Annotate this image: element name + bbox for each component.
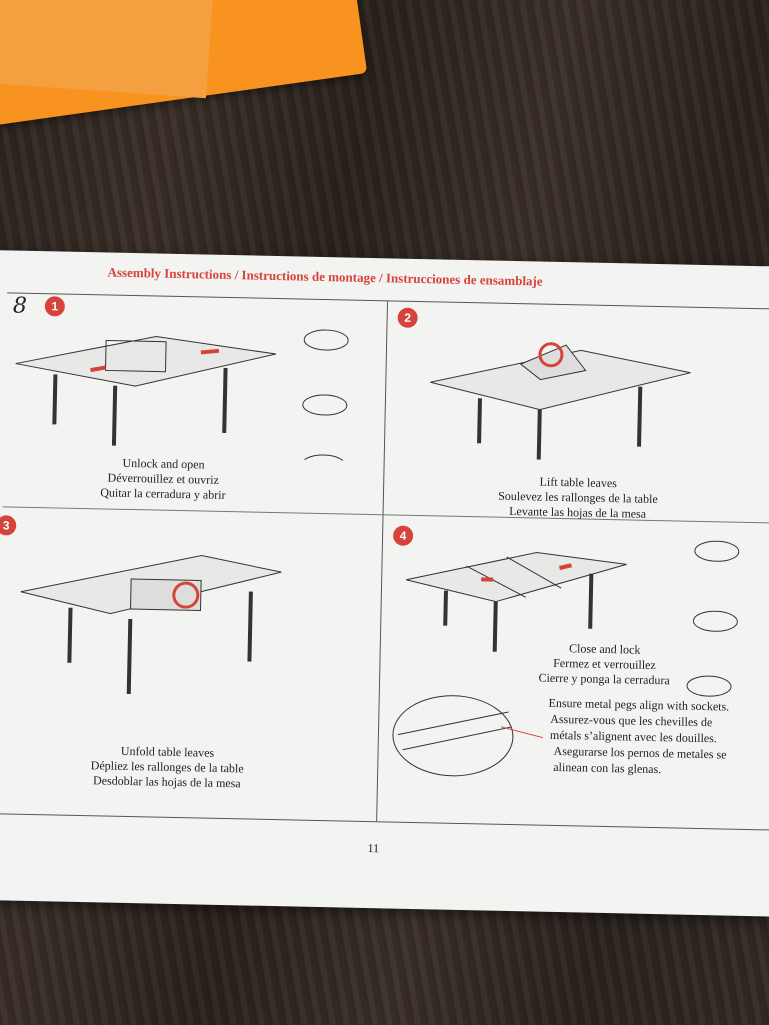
table-unfold-illustration [20, 554, 282, 695]
step-4-caption: Close and lock Fermez et verrouillez Cie… [504, 640, 705, 689]
table-open-illustration [15, 329, 349, 462]
peg-alignment-note: Ensure metal pegs align with sockets. As… [547, 695, 769, 780]
panel-step-2: 2 Lift table leaves Soulevez les rallong… [388, 301, 762, 521]
panel-step-1: 8 1 Unlock and open Déverrouillez et ouv… [3, 293, 377, 511]
step-2-caption: Lift table leaves Soulevez les rallonges… [457, 473, 698, 523]
page-title: Assembly Instructions / Instructions de … [107, 264, 543, 289]
panel-step-4: 4 Close and lock Fermez et verrouillez C… [381, 519, 757, 827]
orange-paper-fold [0, 0, 214, 99]
instruction-page: Assembly Instructions / Instructions de … [0, 250, 769, 917]
panel-step-3: 3 Unfold table leaves Dépliez les rallon… [0, 511, 372, 790]
caption-es: Quitar la cerradura y abrir [100, 485, 226, 502]
step-1-caption: Unlock and open Déverrouillez et ouvriz … [63, 455, 264, 504]
caption-es: Desdoblar las hojas de la mesa [92, 773, 241, 791]
table-lift-illustration [430, 342, 691, 460]
step-3-caption: Unfold table leaves Dépliez les rallonge… [67, 743, 268, 792]
table-close-illustration [392, 540, 740, 777]
steps-grid: 8 1 Unlock and open Déverrouillez et ouv… [0, 292, 769, 831]
page-number: 11 [367, 841, 380, 856]
